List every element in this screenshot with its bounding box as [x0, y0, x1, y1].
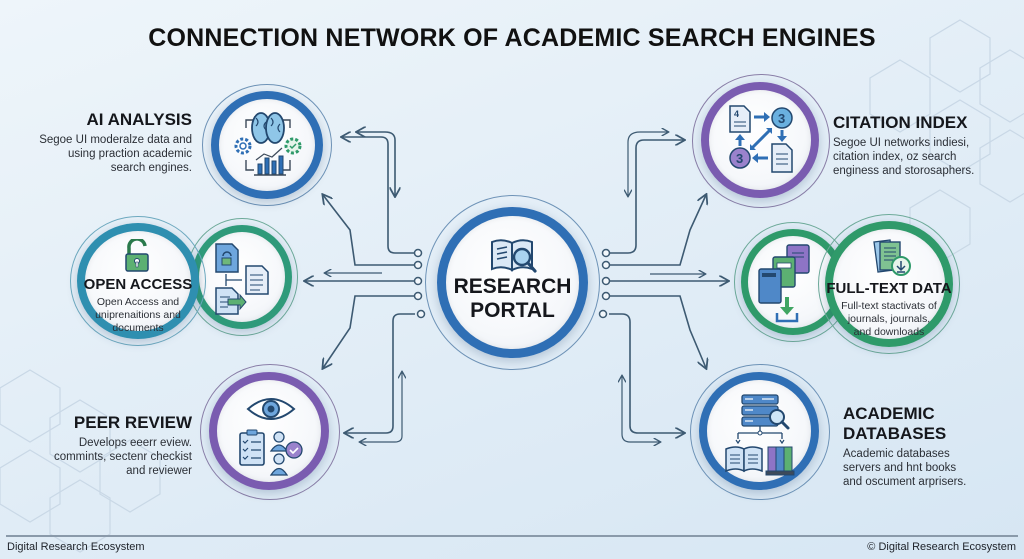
open-access-secondary-inner-ring [192, 225, 292, 329]
open-access-label: OPEN ACCESS Open Access and uniprenaitio… [78, 276, 198, 335]
full-text-outer-ring [818, 214, 960, 354]
ft-desc-line: Full-text stactivats of [841, 300, 937, 312]
hub-title: RESEARCH PORTAL [445, 275, 580, 323]
eye-checklist-reviewer-icon [238, 392, 304, 478]
citation-outer-ring [692, 74, 830, 208]
ci-desc-line: citation index, oz search [833, 151, 957, 163]
ci-desc-line: enginess and storosaphers. [833, 165, 975, 177]
svg-text:3: 3 [778, 111, 785, 126]
citation-cycle-icon: 4 3 3 [726, 104, 796, 174]
ai-desc-line: search engines. [110, 162, 192, 174]
ft-desc-line: journals, journals, [847, 313, 931, 325]
books-download-icon [756, 242, 816, 326]
ai-inner-ring [211, 91, 323, 199]
hub-outer-ring [425, 195, 600, 370]
node-open-access-secondary[interactable] [186, 218, 298, 336]
ad-desc-line: and oscument arprisers. [843, 476, 967, 488]
open-access-desc: Open Access and uniprenaitions and docum… [78, 296, 198, 335]
open-lock-icon [121, 238, 155, 274]
journals-download-icon [870, 238, 912, 278]
node-open-access[interactable]: OPEN ACCESS Open Access and uniprenaitio… [70, 216, 206, 346]
ai-desc-line: Segoe UI moderalze data and [39, 134, 192, 146]
footer-copyright: © Digital Research Ecosystem [867, 541, 1016, 553]
ad-title-line: ACADEMIC [843, 404, 935, 423]
footer-divider [6, 535, 1018, 537]
ai-outer-ring [202, 84, 332, 206]
open-access-outer-ring [70, 216, 206, 346]
peer-review-outer-ring [200, 364, 340, 500]
research-portal-hub[interactable]: RESEARCH PORTAL [425, 195, 600, 370]
server-books-icon [724, 392, 798, 478]
ad-title-line: DATABASES [843, 424, 947, 443]
ai-analysis-label: AI ANALYSIS Segoe UI moderalze data and … [20, 110, 192, 175]
page-title: CONNECTION NETWORK OF ACADEMIC SEARCH EN… [148, 24, 876, 52]
academic-databases-title: ACADEMIC DATABASES [843, 404, 1023, 444]
peer-review-inner-ring [209, 372, 329, 490]
academic-db-outer-ring [690, 364, 830, 500]
ci-desc-line: Segoe UI networks indiesi, [833, 137, 970, 149]
svg-text:4: 4 [734, 109, 739, 119]
full-text-label: FULL-TEXT DATA Full-text stactivats of j… [824, 280, 954, 339]
ft-desc-line: and downloads [853, 326, 925, 338]
node-full-text-data[interactable]: FULL-TEXT DATA Full-text stactivats of j… [818, 214, 960, 354]
document-flow-icon [214, 242, 276, 316]
citation-index-title: CITATION INDEX [833, 113, 968, 132]
book-magnifier-icon [487, 235, 539, 277]
citation-index-label: CITATION INDEX Segoe UI networks indiesi… [833, 113, 1023, 178]
hub-inner-ring [437, 207, 588, 358]
brain-gears-chart-icon [232, 106, 304, 182]
svg-text:3: 3 [736, 151, 743, 166]
peer-review-label: PEER REVIEW Develops eeerr eview. commin… [20, 413, 192, 478]
pr-desc-line: commints, sectenr checkist [53, 451, 192, 463]
academic-databases-label: ACADEMIC DATABASES Academic databases se… [843, 404, 1023, 489]
academic-databases-desc: Academic databases servers and hnt books… [843, 447, 1023, 489]
ad-desc-line: Academic databases [843, 448, 950, 460]
node-ai-analysis[interactable] [202, 84, 337, 206]
pr-desc-line: Develops eeerr eview. [78, 437, 192, 449]
oa-desc-line: uniprenaitions and [95, 309, 181, 321]
full-text-title: FULL-TEXT DATA [826, 280, 952, 297]
node-citation-index[interactable]: 4 3 3 [692, 74, 830, 208]
ad-desc-line: servers and hnt books [843, 462, 957, 474]
node-peer-review[interactable] [200, 364, 340, 504]
full-text-desc: Full-text stactivats of journals, journa… [824, 300, 954, 339]
oa-desc-line: Open Access and [96, 296, 180, 308]
ai-analysis-title: AI ANALYSIS [86, 110, 193, 129]
node-academic-databases[interactable] [690, 364, 830, 504]
open-access-title: OPEN ACCESS [83, 276, 193, 293]
pr-desc-line: and reviewer [126, 465, 192, 477]
peer-review-desc: Develops eeerr eview. commints, sectenr … [20, 436, 192, 478]
hub-title-line2: PORTAL [470, 299, 555, 322]
peer-review-title: PEER REVIEW [73, 413, 192, 432]
oa-desc-line: documents [112, 322, 164, 334]
hub-title-line1: RESEARCH [453, 275, 572, 298]
footer-left-text: Digital Research Ecosystem [7, 541, 145, 553]
ai-desc-line: using praction academic [67, 148, 192, 160]
open-access-inner-ring [77, 223, 199, 339]
citation-index-desc: Segoe UI networks indiesi, citation inde… [833, 136, 1023, 178]
ai-analysis-desc: Segoe UI moderalze data and using practi… [20, 133, 192, 175]
